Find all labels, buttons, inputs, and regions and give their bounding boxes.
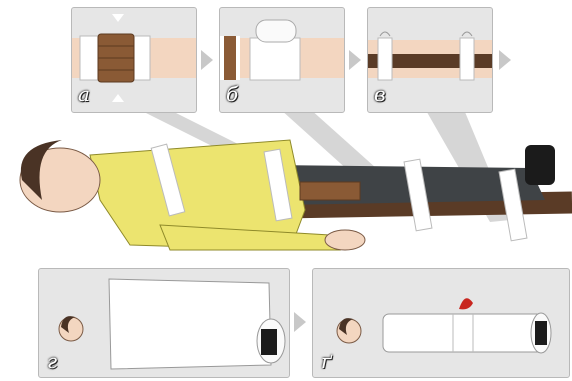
- chevron-right-icon: [294, 312, 306, 332]
- panel-g-illustration: [39, 269, 289, 377]
- panel-g: г: [38, 268, 290, 378]
- panel-gg-illustration: [313, 269, 569, 377]
- panel-gg: ґ: [312, 268, 570, 378]
- strap-knot-icon: [459, 298, 473, 309]
- panel-gg-label: ґ: [321, 349, 332, 373]
- panel-g-label: г: [47, 349, 57, 373]
